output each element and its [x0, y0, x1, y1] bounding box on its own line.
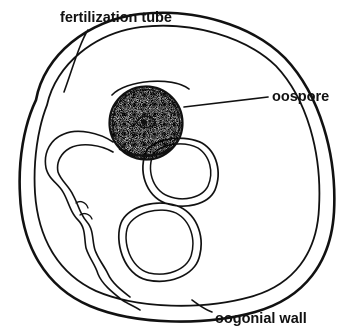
lower-cell [119, 203, 201, 281]
fertilization-tube [45, 131, 140, 310]
oospore-label: oospore [272, 89, 329, 105]
oogonial-wall [20, 13, 335, 322]
oospore-leader [184, 97, 268, 107]
fertilization-tube-label: fertilization tube [60, 10, 172, 26]
oospore [110, 87, 183, 160]
oogonial-wall-label: oogonial wall [215, 311, 307, 327]
